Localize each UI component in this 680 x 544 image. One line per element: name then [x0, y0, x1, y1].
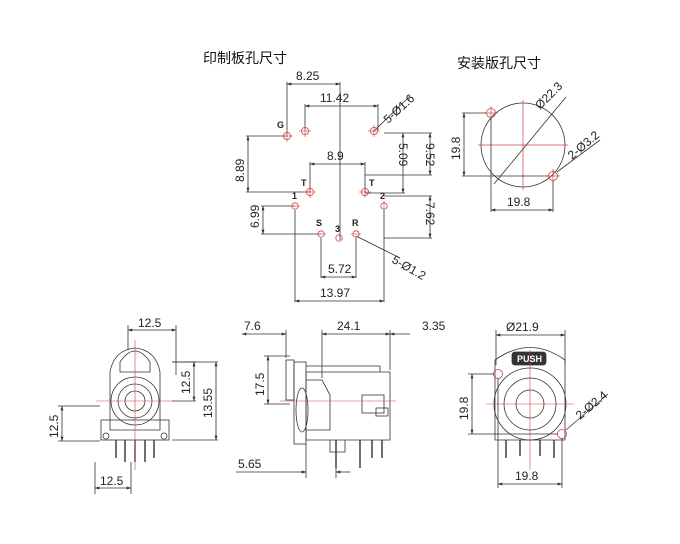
pin-label-2: 2: [380, 191, 385, 201]
pcb-hole-layout: [246, 82, 432, 303]
front-dimension-labels: 12.5 12.5 13.55 12.5 12.5: [47, 316, 215, 488]
pcb-dim-8-9: 8.9: [327, 149, 344, 163]
back-view: [468, 330, 609, 488]
side-dim-7-6: 7.6: [244, 319, 261, 333]
panel-heading: 安装版孔尺寸: [457, 56, 541, 72]
panel-dim-holes-3-2: 2-Ø3.2: [565, 128, 602, 163]
pin-label-g: G: [277, 120, 284, 130]
panel-cutout: [462, 96, 601, 212]
panel-dim-19-8-v: 19.8: [449, 136, 463, 160]
panel-dim-dia-22-3: Ø22.3: [532, 79, 565, 112]
side-dimension-labels: 7.6 24.1 3.35 17.5 5.65: [238, 319, 446, 471]
side-dim-5-65: 5.65: [238, 457, 262, 471]
side-view: [236, 330, 410, 478]
pcb-dim-6-99: 6.99: [248, 204, 262, 228]
pin-label-r: R: [352, 218, 359, 228]
pin-label-1: 1: [292, 191, 297, 201]
back-dim-19-8-v: 19.8: [457, 396, 471, 420]
pin-label-s: S: [316, 218, 322, 228]
pcb-dim-hole-1-6: 5-Ø1.6: [381, 91, 418, 126]
front-dim-right-13-55: 13.55: [201, 388, 215, 418]
front-dim-top-12-5: 12.5: [138, 316, 162, 330]
push-label: PUSH: [517, 354, 542, 364]
front-view: [58, 325, 218, 494]
pcb-dim-5-09: 5.09: [396, 143, 410, 167]
panel-dim-19-8-h: 19.8: [507, 195, 531, 209]
pin-label-t-right: T: [369, 178, 375, 188]
pcb-heading: 印制板孔尺寸: [203, 51, 287, 67]
pcb-dim-hole-1-2: 5-Ø1.2: [390, 252, 429, 283]
pin-label-t-left: T: [301, 178, 307, 188]
pcb-dimension-labels: 8.25 11.42 5-Ø1.6 8.9 8.89 6.99 5.09 9.5…: [233, 69, 437, 300]
panel-dimension-labels: Ø22.3 19.8 2-Ø3.2 19.8: [449, 79, 602, 209]
pcb-dim-11-42: 11.42: [320, 91, 349, 105]
pcb-dim-13-97: 13.97: [320, 286, 350, 300]
back-dim-holes-2-4: 2-Ø2.4: [573, 388, 610, 423]
pcb-dim-9-52: 9.52: [423, 143, 437, 167]
front-dim-bottom-12-5: 12.5: [100, 474, 124, 488]
front-dim-left-12-5: 12.5: [47, 414, 61, 438]
back-dimension-labels: Ø21.9 PUSH 19.8 2-Ø2.4 19.8: [457, 320, 610, 483]
side-dim-3-35: 3.35: [422, 319, 446, 333]
pin-label-3: 3: [335, 224, 340, 234]
back-dim-19-8-h: 19.8: [515, 469, 539, 483]
side-dim-24-1: 24.1: [337, 319, 361, 333]
front-dim-right-12-5: 12.5: [179, 370, 193, 394]
side-dim-17-5: 17.5: [253, 372, 267, 396]
back-dim-dia-21-9: Ø21.9: [506, 320, 539, 334]
pcb-dim-7-62: 7.62: [423, 202, 437, 226]
pcb-dim-5-72: 5.72: [328, 262, 352, 276]
pcb-dim-8-25: 8.25: [296, 69, 320, 83]
pcb-dim-8-89: 8.89: [233, 158, 247, 182]
